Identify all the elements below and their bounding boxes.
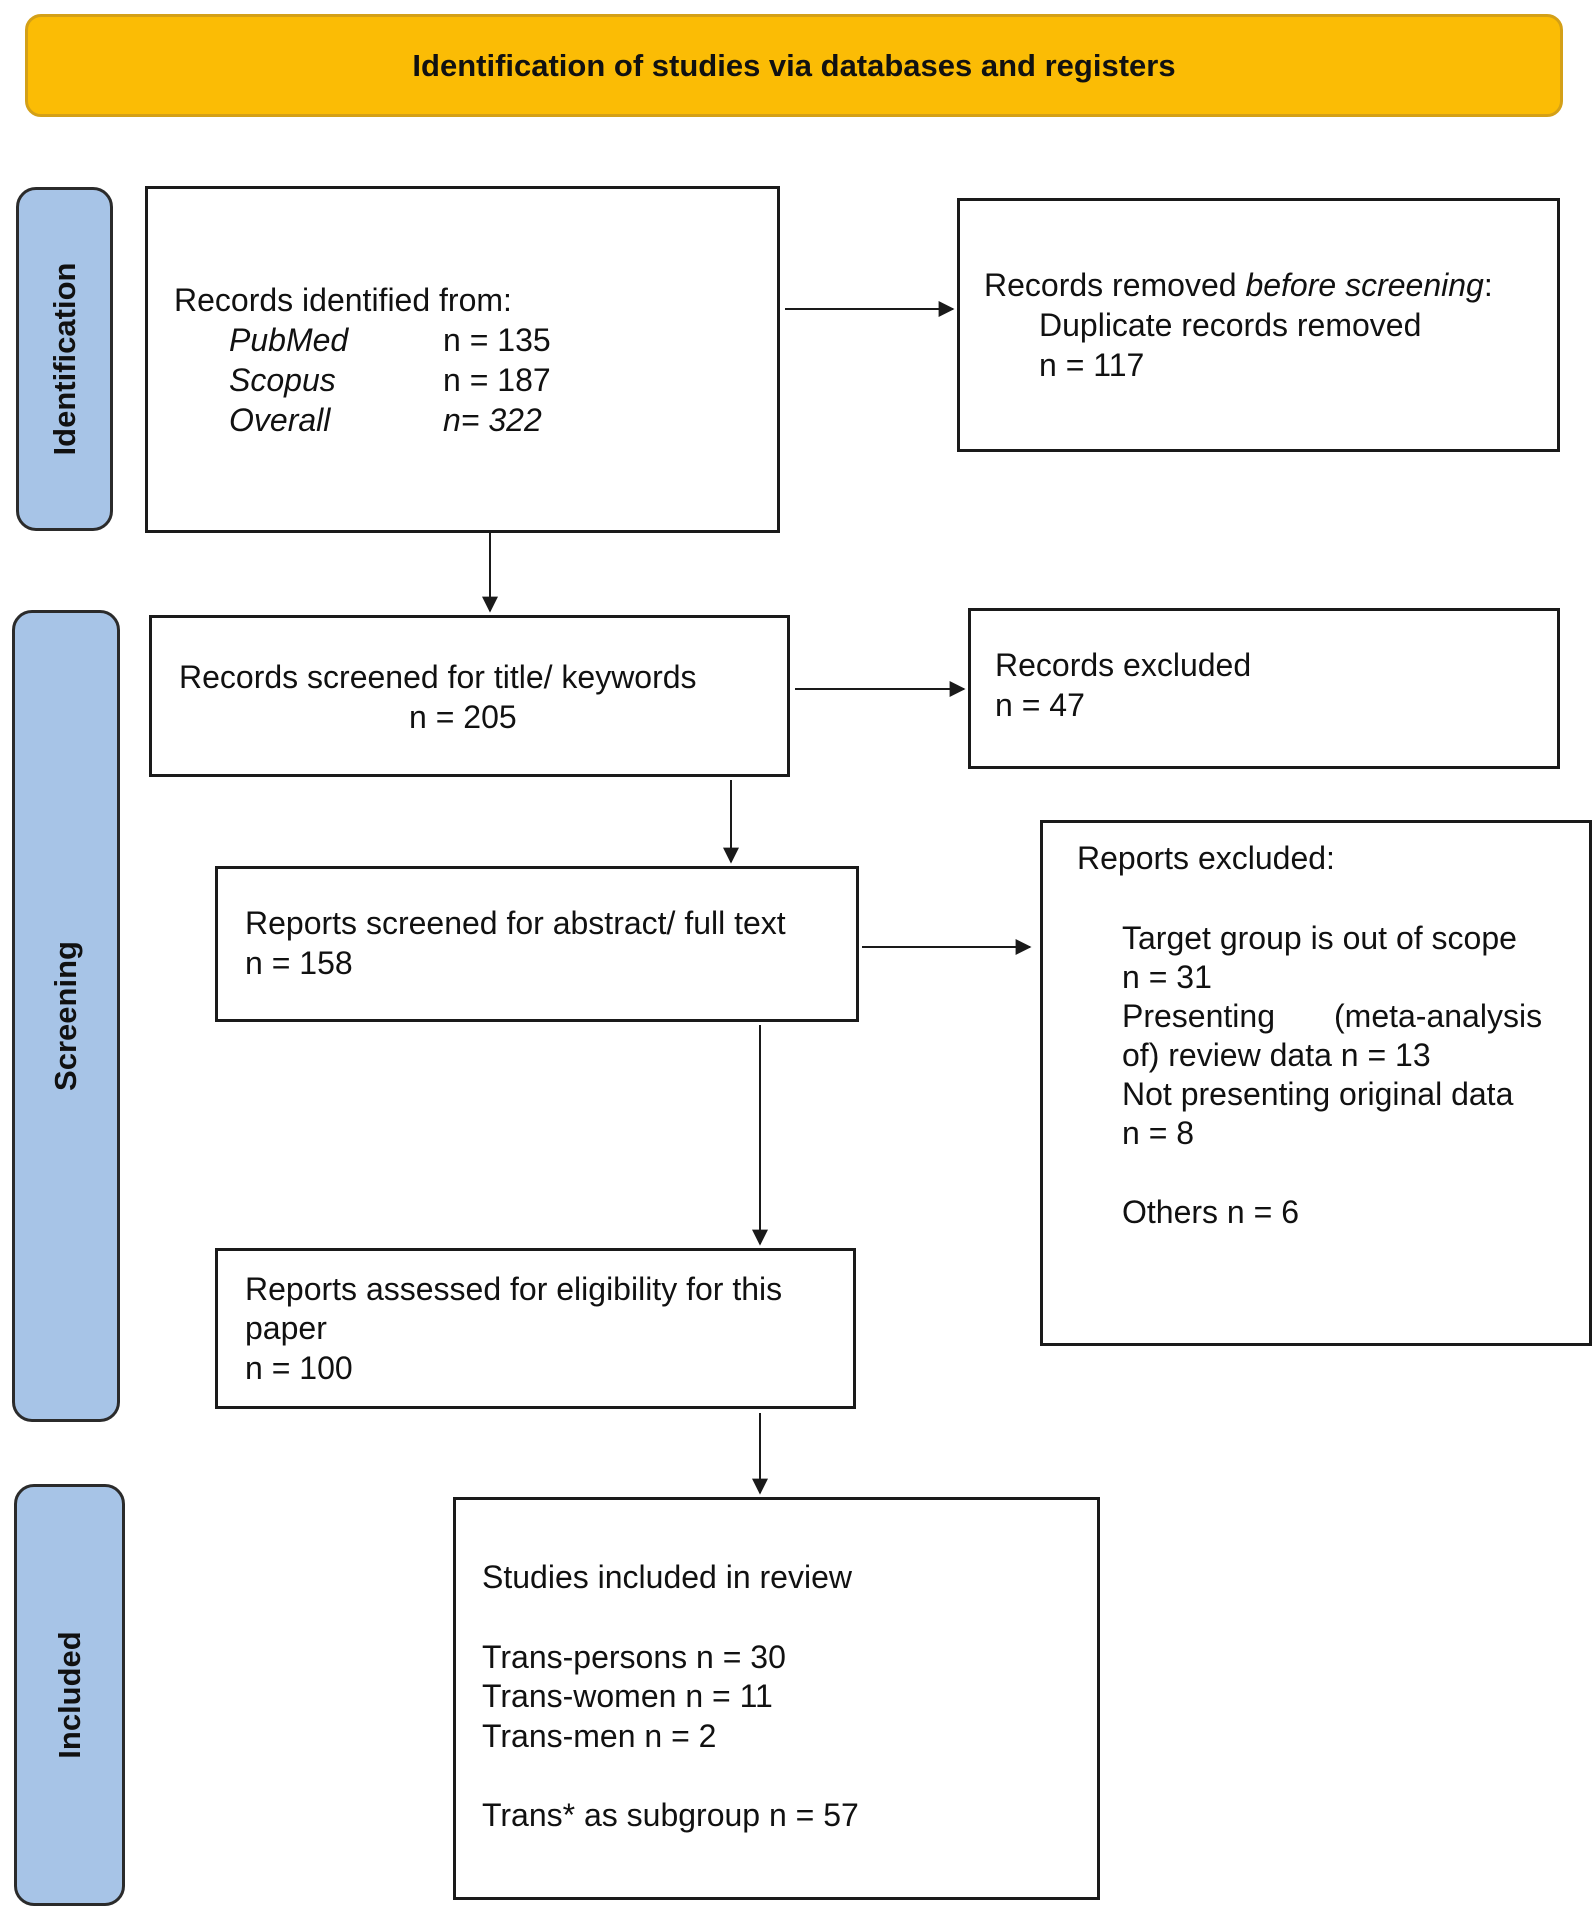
- studies-included-heading: Studies included in review: [482, 1559, 852, 1595]
- records-excluded-count: n = 47: [995, 687, 1085, 723]
- duplicate-records-count: n = 117: [1039, 347, 1145, 383]
- reports-screened-label: Reports screened for abstract/ full text: [245, 905, 786, 941]
- records-removed-box: Records removed before screening: Duplic…: [957, 198, 1560, 452]
- records-screened-count: n = 205: [409, 699, 517, 735]
- records-excluded-label: Records excluded: [995, 647, 1252, 683]
- exclusion-count: n = 8: [1122, 1115, 1195, 1151]
- included-group: Trans-persons n = 30: [482, 1639, 786, 1675]
- source-count: n = 135: [443, 322, 551, 358]
- source-name: Overall: [229, 402, 331, 438]
- reports-assessed-label-cont: paper: [245, 1310, 327, 1346]
- source-count: n= 322: [443, 402, 542, 438]
- phase-identification: Identification: [16, 187, 113, 531]
- records-identified-box: Records identified from: PubMed n = 135 …: [145, 186, 780, 533]
- included-group: Trans-women n = 11: [482, 1678, 773, 1714]
- source-name: Scopus: [229, 362, 336, 398]
- included-group: Trans-men n = 2: [482, 1718, 717, 1754]
- records-screened-box: Records screened for title/ keywords n =…: [149, 615, 790, 777]
- records-removed-heading: Records removed before screening:: [984, 267, 1493, 303]
- exclusion-reason: Not presenting original data: [1122, 1076, 1514, 1112]
- header-title: Identification of studies via databases …: [412, 47, 1176, 83]
- exclusion-count: n = 31: [1122, 959, 1212, 995]
- exclusion-reason-cont: (meta-analysis: [1334, 998, 1543, 1034]
- exclusion-reason: of) review data n = 13: [1122, 1037, 1431, 1073]
- records-screened-label: Records screened for title/ keywords: [179, 659, 697, 695]
- phase-included: Included: [14, 1484, 125, 1906]
- source-count: n = 187: [443, 362, 551, 398]
- exclusion-reason: Target group is out of scope: [1122, 920, 1517, 956]
- exclusion-reason: Presenting: [1122, 998, 1275, 1034]
- included-group: Trans* as subgroup n = 57: [482, 1797, 859, 1833]
- records-excluded-box: Records excluded n = 47: [968, 608, 1560, 769]
- phase-screening: Screening: [12, 610, 120, 1422]
- exclusion-reason: Others n = 6: [1122, 1194, 1299, 1230]
- reports-excluded-heading: Reports excluded:: [1077, 840, 1335, 876]
- reports-assessed-count: n = 100: [245, 1350, 353, 1386]
- reports-excluded-box: Reports excluded: Target group is out of…: [1040, 820, 1592, 1346]
- header-banner: Identification of studies via databases …: [25, 14, 1563, 117]
- reports-assessed-label: Reports assessed for eligibility for thi…: [245, 1271, 783, 1307]
- reports-assessed-box: Reports assessed for eligibility for thi…: [215, 1248, 856, 1409]
- records-identified-heading: Records identified from:: [174, 282, 512, 318]
- reports-screened-box: Reports screened for abstract/ full text…: [215, 866, 859, 1022]
- source-name: PubMed: [229, 322, 349, 358]
- studies-included-box: Studies included in review Trans-persons…: [453, 1497, 1100, 1900]
- reports-screened-count: n = 158: [245, 945, 353, 981]
- duplicate-records-label: Duplicate records removed: [1039, 307, 1422, 343]
